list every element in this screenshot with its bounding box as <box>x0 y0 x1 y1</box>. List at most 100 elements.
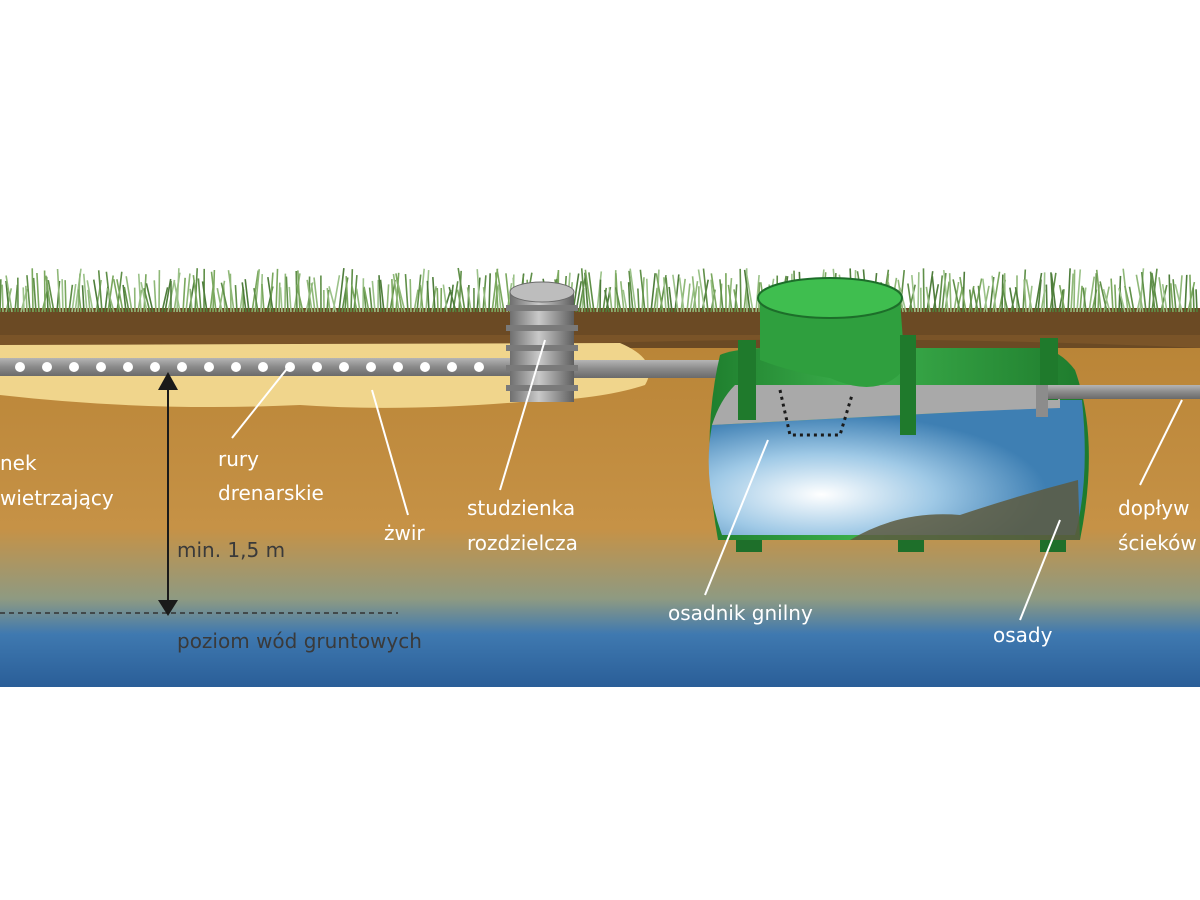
drain-label-line2: drenarskie <box>218 481 324 505</box>
grass-blade <box>1114 284 1117 313</box>
grass-blade <box>267 277 274 313</box>
grass-blade <box>350 284 358 313</box>
pipe-hole <box>96 362 106 372</box>
grass-blade <box>588 272 595 313</box>
grass-blade <box>68 284 74 313</box>
grass-blade <box>952 279 961 313</box>
grass-blade <box>1160 284 1168 313</box>
grass-blade <box>1073 269 1076 313</box>
grass-blade <box>345 276 349 313</box>
grass-blade <box>691 276 697 313</box>
grass-blade <box>81 285 85 313</box>
grass-blade <box>907 283 913 313</box>
vent-label-line2: wietrzający <box>0 486 114 510</box>
grass-blade <box>1014 286 1021 313</box>
grass-blade <box>983 285 990 313</box>
grass-blade <box>596 271 603 313</box>
grass-blade <box>310 283 316 313</box>
grass-blade <box>1037 279 1042 313</box>
grass-blade <box>1139 268 1145 313</box>
grass-blade <box>350 269 354 313</box>
grass-blade <box>392 273 400 313</box>
grass-blade <box>1095 269 1102 313</box>
pipe-hole <box>474 362 484 372</box>
grass-blade <box>466 287 472 313</box>
grass-blade <box>5 288 13 313</box>
grass-blade <box>176 268 180 313</box>
grass-blade <box>925 286 931 313</box>
pipe-hole <box>366 362 376 372</box>
grass-blade <box>743 269 751 313</box>
grass-blade <box>719 283 723 313</box>
grass-blade <box>378 275 382 313</box>
grass-blade <box>288 286 292 313</box>
drain-pipe-holes <box>15 362 484 372</box>
grass-blade <box>234 285 238 313</box>
vent-label-line1: nek <box>0 451 37 475</box>
grass-blade <box>991 275 997 313</box>
inflow-pipe <box>1040 385 1200 399</box>
grass-blade <box>922 268 925 313</box>
grass-blade <box>710 279 715 313</box>
septic-tank <box>708 277 1089 552</box>
grass-blade <box>1118 287 1126 313</box>
grass-blade <box>639 269 646 313</box>
tank-flange-right <box>1040 338 1058 400</box>
grass-blade <box>426 280 430 313</box>
grass-blade <box>285 276 289 313</box>
grass-blade <box>733 289 739 313</box>
grass-blade <box>932 284 940 313</box>
grass-blade <box>279 287 283 313</box>
grass-blade <box>328 286 337 313</box>
grass-blade <box>241 282 247 313</box>
grass-blade <box>637 288 640 313</box>
grass-blade <box>313 277 319 313</box>
grass-blade <box>948 273 952 313</box>
distribution-label-line2: rozdzielcza <box>467 531 578 555</box>
grass-blade <box>419 268 425 313</box>
grass-blade <box>106 287 115 313</box>
grass-blade <box>1 284 4 313</box>
depth-arrow <box>158 372 178 616</box>
grass-blade <box>584 272 589 313</box>
min-depth-label: min. 1,5 m <box>177 538 285 562</box>
grass-blade <box>584 269 592 313</box>
grass-blade <box>1128 286 1135 313</box>
grass-layer <box>0 267 1198 313</box>
grass-blade <box>153 280 157 313</box>
grass-blade <box>192 275 199 313</box>
grass-blade <box>71 283 77 313</box>
grass-blade <box>436 287 439 313</box>
grass-blade <box>419 284 424 313</box>
grass-blade <box>326 287 331 313</box>
grass-blade <box>668 286 673 313</box>
grass-blade <box>608 287 613 313</box>
grass-blade <box>972 287 979 313</box>
grass-blade <box>123 286 130 313</box>
pipe-hole <box>177 362 187 372</box>
pipe-hole <box>15 362 25 372</box>
grass-blade <box>122 284 127 313</box>
grass-blade <box>653 287 659 313</box>
grass-blade <box>295 284 304 313</box>
grass-blade <box>278 282 281 313</box>
pipe-hole <box>150 362 160 372</box>
grass-blade <box>201 281 208 313</box>
grass-blade <box>982 278 988 313</box>
pipe-hole <box>69 362 79 372</box>
grass-blade <box>496 268 505 313</box>
grass-blade <box>210 271 217 313</box>
grass-blade <box>1009 287 1015 313</box>
grass-blade <box>189 288 193 313</box>
pipe-hole <box>123 362 133 372</box>
grass-blade <box>1023 279 1027 313</box>
grass-blade <box>413 289 419 313</box>
grass-blade <box>112 278 121 313</box>
grass-blade <box>14 284 19 313</box>
grass-blade <box>452 281 459 313</box>
grass-blade <box>1189 274 1192 313</box>
grass-blade <box>404 273 409 313</box>
grass-blade <box>397 283 406 313</box>
grass-blade <box>244 279 250 313</box>
